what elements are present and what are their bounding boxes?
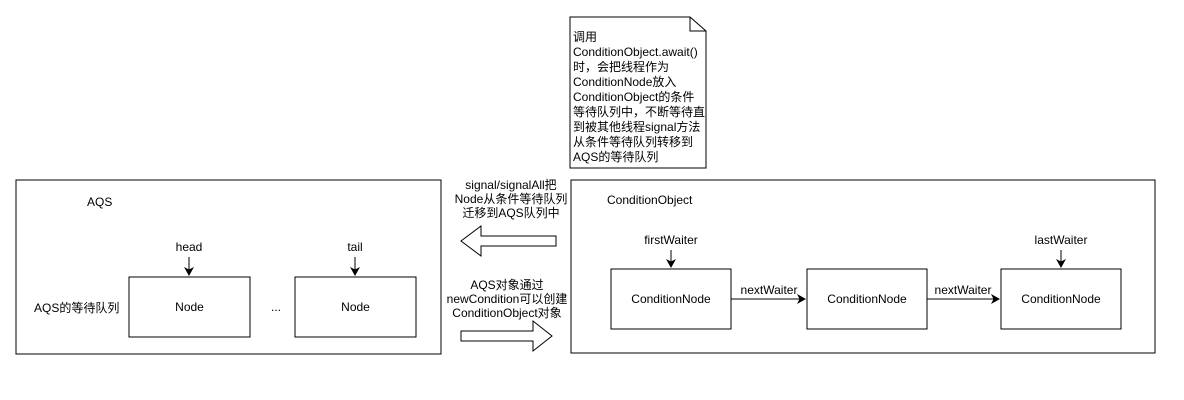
first-waiter-label: firstWaiter	[644, 233, 698, 247]
note-line: ConditionNode放入	[573, 74, 676, 89]
next-waiter-label: nextWaiter	[935, 283, 992, 297]
new-condition-line: newCondition可以创建	[447, 292, 568, 306]
aqs-title: AQS	[87, 195, 112, 209]
condition-node-2[interactable]: ConditionNode	[806, 268, 928, 330]
condition-object-container: ConditionObject firstWaiter lastWaiter C…	[570, 179, 1156, 354]
condition-object-title: ConditionObject	[607, 193, 693, 207]
signal-line: signal/signalAll把	[465, 178, 556, 192]
condition-node-label: ConditionNode	[827, 292, 907, 306]
new-condition-line: ConditionObject对象	[452, 306, 561, 320]
aqs-queue-label: AQS的等待队列	[34, 300, 119, 315]
note-line: ConditionObject的条件	[573, 89, 694, 104]
aqs-container: AQS AQS的等待队列 head tail Node ... Node	[15, 179, 442, 355]
note-line: AQS的等待队列	[573, 149, 658, 164]
signal-arrow-left	[460, 225, 557, 257]
condition-node-1[interactable]: ConditionNode	[610, 268, 732, 330]
ellipsis-text: ...	[271, 300, 281, 314]
aqs-node-tail[interactable]: Node	[294, 276, 417, 338]
new-condition-arrow-right	[460, 319, 553, 353]
signal-annotation: signal/signalAll把 Node从条件等待队列 迁移到AQS队列中	[455, 178, 568, 220]
signal-line: Node从条件等待队列	[455, 191, 568, 206]
head-label: head	[176, 240, 203, 254]
tail-label: tail	[347, 240, 362, 254]
note-line: 从条件等待队列转移到	[573, 134, 693, 149]
new-condition-annotation: AQS对象通过 newCondition可以创建 ConditionObject…	[447, 278, 568, 320]
note-line: 时，会把线程作为	[573, 59, 669, 74]
note-line: ConditionObject.await()	[573, 45, 698, 59]
condition-node-3[interactable]: ConditionNode	[1000, 268, 1122, 330]
next-waiter-label: nextWaiter	[741, 283, 798, 297]
aqs-node-head[interactable]: Node	[128, 276, 251, 338]
note-line: 等待队列中，不断等待直	[573, 104, 705, 119]
note-box: 调用 ConditionObject.await() 时，会把线程作为 Cond…	[569, 16, 707, 169]
note-line: 到被其他线程signal方法	[573, 119, 700, 134]
condition-node-label: ConditionNode	[631, 292, 711, 306]
node-label: Node	[175, 300, 204, 314]
signal-line: 迁移到AQS队列中	[462, 205, 559, 220]
new-condition-line: AQS对象通过	[470, 278, 543, 292]
last-waiter-label: lastWaiter	[1035, 233, 1088, 247]
note-line: 调用	[573, 30, 597, 44]
node-label: Node	[341, 300, 370, 314]
condition-node-label: ConditionNode	[1021, 292, 1101, 306]
